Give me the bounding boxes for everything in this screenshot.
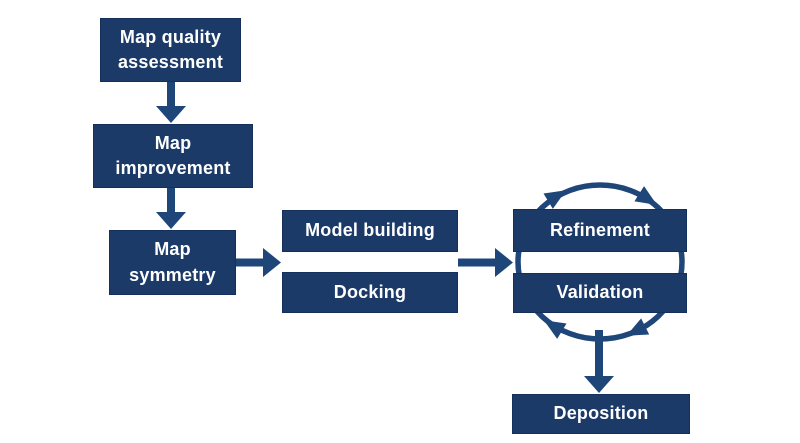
- iteration-cycle-icon: [515, 182, 685, 342]
- right-arrow-symmetry-to-modelbuilding: [236, 248, 281, 277]
- node-label: Map symmetry: [129, 239, 216, 285]
- down-arrow-improvement-to-symmetry: [156, 188, 186, 229]
- node-map-quality-assessment: Map quality assessment: [100, 18, 241, 82]
- node-validation: Validation: [513, 273, 687, 313]
- right-arrow-modelbuilding-to-refinement: [458, 248, 513, 277]
- node-model-building: Model building: [282, 210, 458, 252]
- down-arrow-quality-to-improvement: [156, 82, 186, 123]
- cycle-arrowhead-top-right: [634, 186, 657, 205]
- node-label: Model building: [305, 220, 435, 241]
- node-deposition: Deposition: [512, 394, 690, 434]
- node-label: Deposition: [553, 403, 649, 424]
- node-label: Map improvement: [115, 132, 231, 178]
- node-docking: Docking: [282, 272, 458, 313]
- node-label: Validation: [556, 282, 644, 303]
- node-label: Refinement: [549, 219, 650, 240]
- cycle-arrowhead-top-left: [543, 190, 567, 209]
- node-refinement: Refinement: [513, 209, 687, 252]
- node-map-symmetry: Map symmetry: [109, 230, 236, 295]
- down-arrow-cycle-to-deposition: [584, 330, 614, 393]
- node-map-improvement: Map improvement: [93, 124, 253, 188]
- cycle-arrowhead-bottom-left: [543, 320, 567, 339]
- node-label: Docking: [333, 281, 407, 302]
- node-label: Map quality assessment: [117, 26, 224, 72]
- cycle-arrowhead-bottom-right: [626, 318, 650, 336]
